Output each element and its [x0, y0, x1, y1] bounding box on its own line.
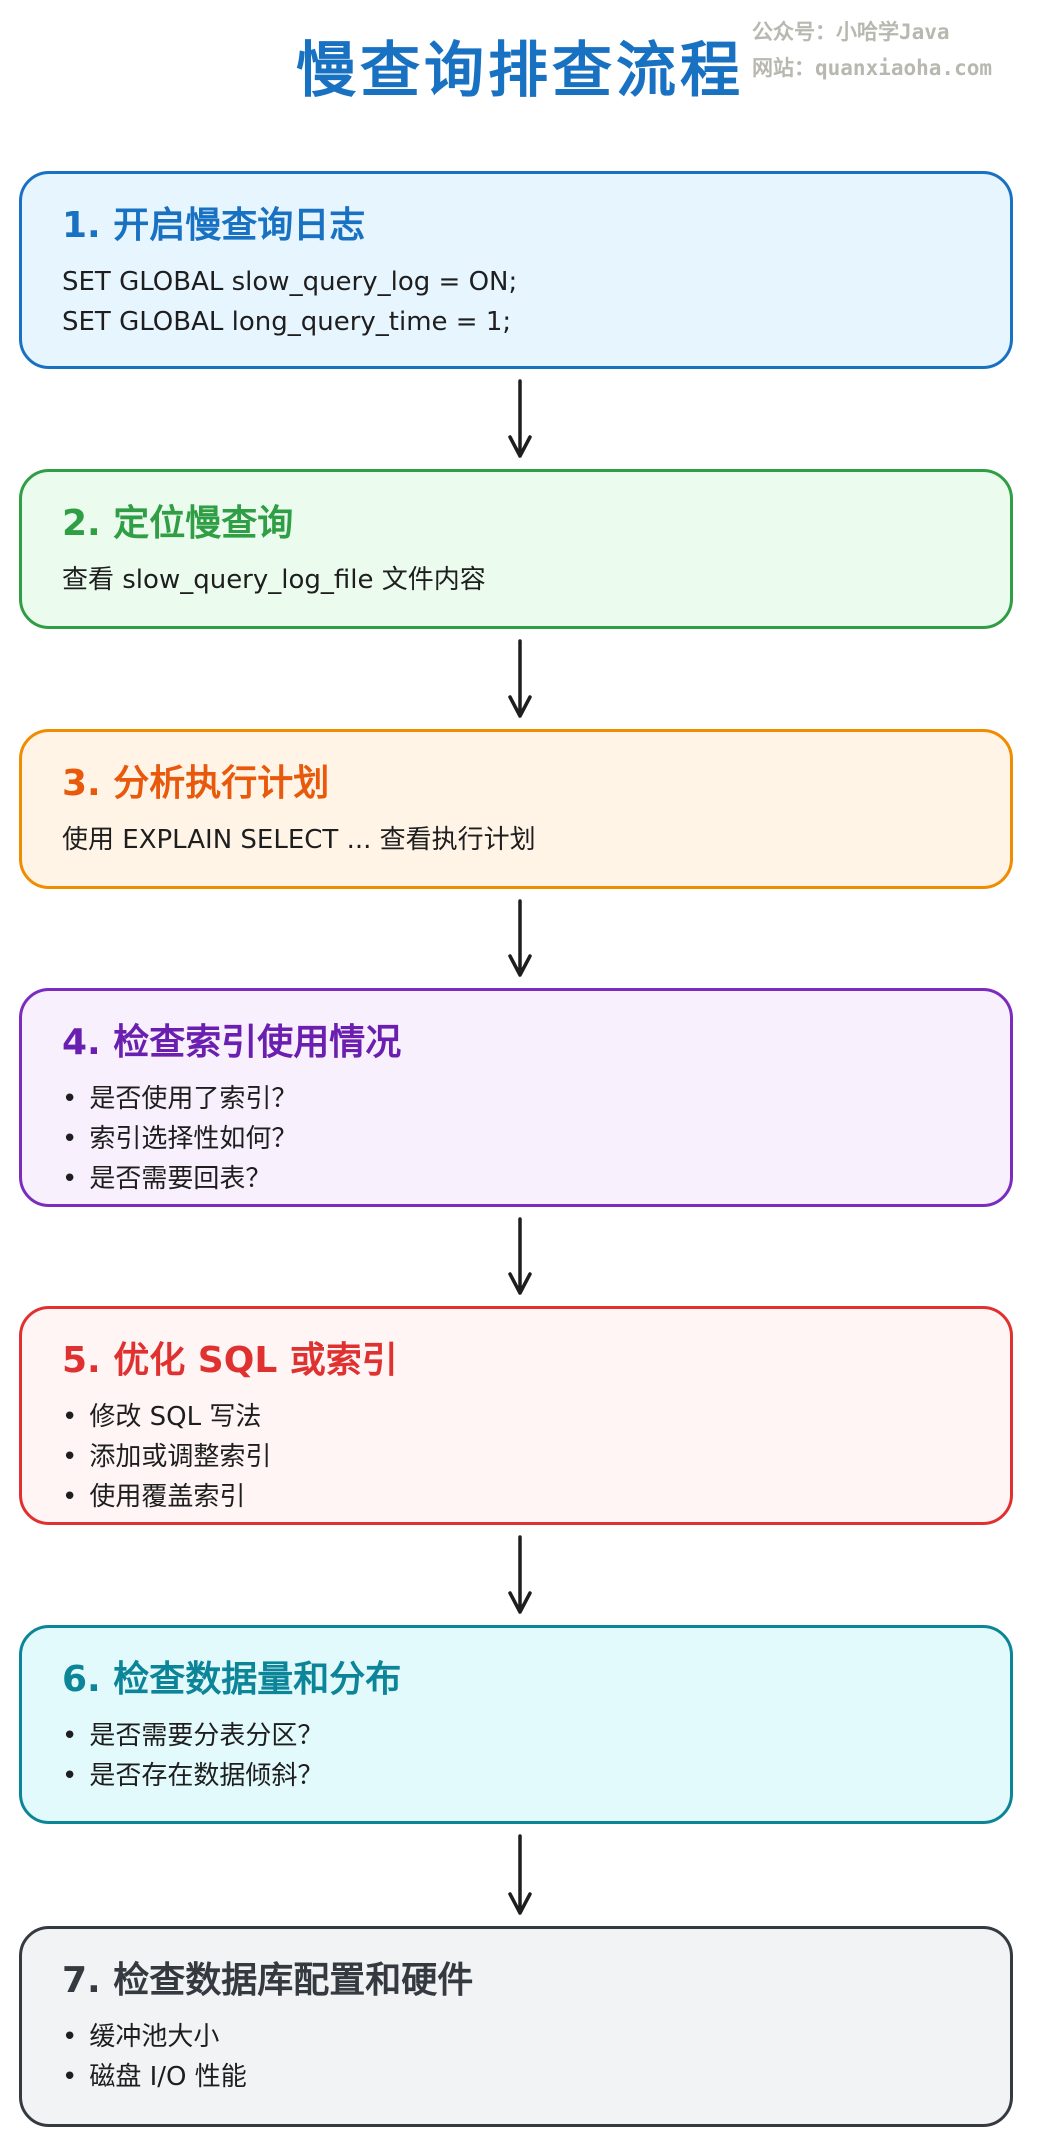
step-bullet-item: 缓冲池大小: [62, 2017, 970, 2057]
step-box-2: 2. 定位慢查询查看 slow_query_log_file 文件内容: [19, 469, 1013, 629]
arrow-down-icon: [508, 639, 532, 718]
step-box-1: 1. 开启慢查询日志 SET GLOBAL slow_query_log = ON…: [19, 171, 1013, 369]
step-bullet-item: 是否需要回表？: [62, 1159, 970, 1199]
step-bullet-item: 添加或调整索引: [62, 1437, 970, 1477]
step-box-3: 3. 分析执行计划使用 EXPLAIN SELECT ... 查看执行计划: [19, 729, 1013, 889]
step-text-line: 使用 EXPLAIN SELECT ... 查看执行计划: [62, 825, 536, 855]
step-bullet-item: 是否存在数据倾斜？: [62, 1756, 970, 1796]
arrow-down-icon: [508, 899, 532, 977]
step-bullet-item: 是否使用了索引？: [62, 1079, 970, 1119]
step-bullet-item: 磁盘 I/O 性能: [62, 2057, 970, 2097]
step-text-line: SET GLOBAL long_query_time = 1;: [62, 307, 512, 337]
step-title: 1. 开启慢查询日志: [62, 205, 366, 246]
step-box-4: 4. 检查索引使用情况是否使用了索引？索引选择性如何？是否需要回表？: [19, 988, 1013, 1207]
step-bullet-item: 修改 SQL 写法: [62, 1397, 970, 1437]
step-box-5: 5. 优化 SQL 或索引修改 SQL 写法添加或调整索引使用覆盖索引: [19, 1306, 1013, 1525]
step-title: 7. 检查数据库配置和硬件: [62, 1960, 474, 2001]
step-text-line: SET GLOBAL slow_query_log = ON;: [62, 267, 518, 297]
arrow-down-icon: [508, 1535, 532, 1614]
step-box-6: 6. 检查数据量和分布是否需要分表分区？是否存在数据倾斜？: [19, 1625, 1013, 1824]
step-bullet-item: 使用覆盖索引: [62, 1477, 970, 1517]
step-title: 3. 分析执行计划: [62, 763, 330, 804]
step-bullet-item: 索引选择性如何？: [62, 1119, 970, 1159]
watermark-line-1: 公众号：小哈学Java: [752, 20, 950, 44]
arrow-down-icon: [508, 379, 532, 458]
watermark-line-2: 网站：quanxiaoha.com: [752, 56, 993, 80]
diagram-title: 慢查询排查流程: [296, 36, 744, 106]
step-text-line: 查看 slow_query_log_file 文件内容: [62, 565, 486, 595]
step-box-7: 7. 检查数据库配置和硬件缓冲池大小磁盘 I/O 性能: [19, 1926, 1013, 2127]
step-title: 4. 检查索引使用情况: [62, 1022, 402, 1063]
step-bullet-item: 是否需要分表分区？: [62, 1716, 970, 1756]
step-title: 6. 检查数据量和分布: [62, 1659, 402, 1700]
arrow-down-icon: [508, 1217, 532, 1295]
step-title: 5. 优化 SQL 或索引: [62, 1340, 398, 1381]
arrow-down-icon: [508, 1834, 532, 1915]
step-title: 2. 定位慢查询: [62, 503, 294, 544]
